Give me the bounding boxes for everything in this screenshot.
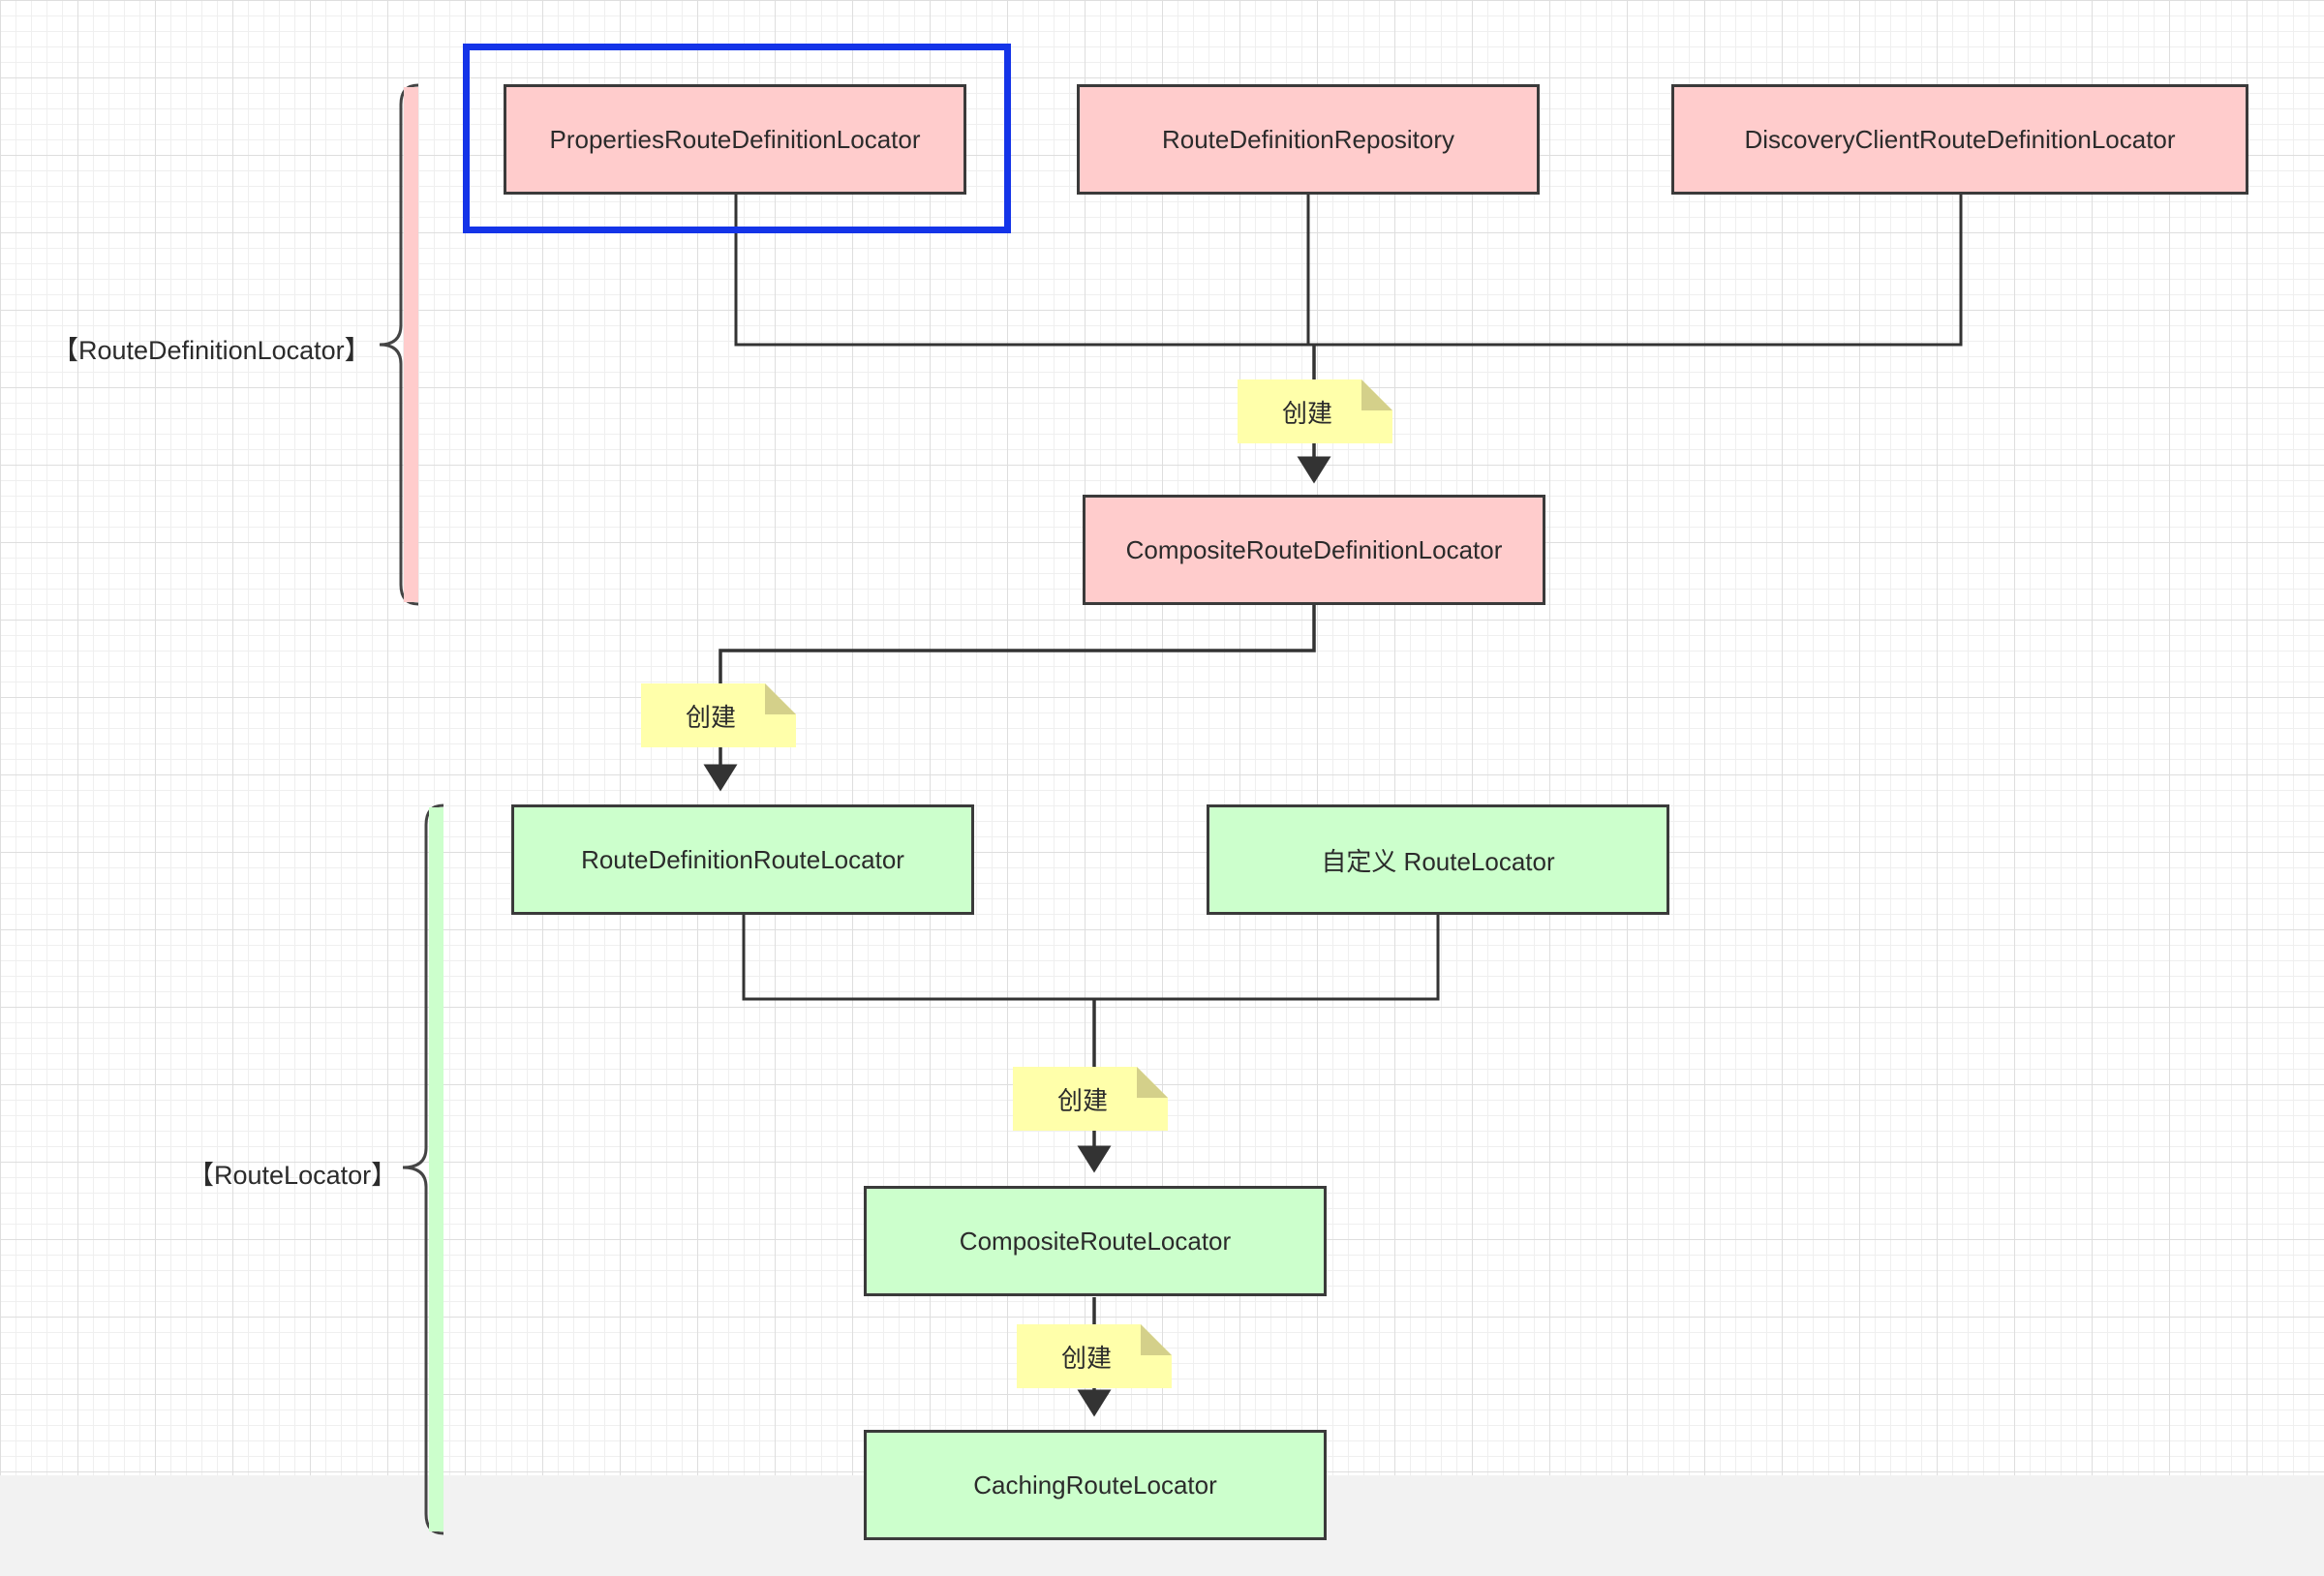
- route-definition-locator-group-label: 【RouteDefinitionLocator】: [52, 336, 371, 365]
- caching-route-locator-node[interactable]: CachingRouteLocator: [864, 1430, 1327, 1540]
- note-label: 创建: [685, 702, 736, 732]
- edge-note-create-4: 创建: [1017, 1324, 1172, 1388]
- route-locator-group-label: 【RouteLocator】: [188, 1161, 398, 1190]
- route-locator-brace: [402, 803, 444, 1535]
- custom-route-locator-node[interactable]: 自定义 RouteLocator: [1207, 804, 1669, 915]
- note-shape: [1238, 379, 1392, 443]
- node-label: RouteDefinitionRouteLocator: [581, 844, 904, 874]
- route-definition-locator-brace: [379, 83, 419, 606]
- note-shape: [1017, 1324, 1172, 1388]
- note-shape: [641, 683, 796, 747]
- note-label: 创建: [1060, 1343, 1112, 1373]
- node-label: CompositeRouteLocator: [959, 1226, 1232, 1256]
- node-label: CachingRouteLocator: [973, 1470, 1217, 1500]
- edge-def-route-locator-to-merge: [742, 914, 1094, 1001]
- note-label: 创建: [1281, 398, 1332, 428]
- note-shape: [1013, 1067, 1168, 1131]
- node-label: CompositeRouteDefinitionLocator: [1125, 534, 1503, 564]
- route-locator-group-bar: [429, 807, 443, 1531]
- edge-custom-route-locator-to-merge: [1094, 914, 1440, 1001]
- note-label: 创建: [1056, 1085, 1108, 1115]
- edge-composite-def-to-def-route-locator: [703, 604, 1316, 792]
- node-label: RouteDefinitionRepository: [1161, 124, 1455, 154]
- node-label: DiscoveryClientRouteDefinitionLocator: [1744, 124, 2176, 154]
- properties-route-definition-locator-node[interactable]: PropertiesRouteDefinitionLocator: [504, 84, 966, 195]
- route-definition-locator-group-bar: [404, 87, 418, 602]
- edge-note-create-1: 创建: [1238, 379, 1392, 443]
- route-definition-route-locator-node[interactable]: RouteDefinitionRouteLocator: [511, 804, 974, 915]
- node-label: PropertiesRouteDefinitionLocator: [549, 124, 921, 154]
- selection-highlight-frame: [463, 44, 1011, 233]
- edge-properties-to-merge: [734, 194, 1314, 347]
- route-definition-repository-node[interactable]: RouteDefinitionRepository: [1077, 84, 1540, 195]
- composite-route-locator-node[interactable]: CompositeRouteLocator: [864, 1186, 1327, 1296]
- node-label: 自定义 RouteLocator: [1321, 846, 1555, 876]
- edge-discovery-to-merge: [1314, 194, 1963, 347]
- discovery-client-route-definition-locator-node[interactable]: DiscoveryClientRouteDefinitionLocator: [1671, 84, 2248, 195]
- edge-note-create-3: 创建: [1013, 1067, 1168, 1131]
- diagram-canvas: [0, 0, 2324, 1475]
- composite-route-definition-locator-node[interactable]: CompositeRouteDefinitionLocator: [1083, 495, 1545, 605]
- edge-note-create-2: 创建: [641, 683, 796, 747]
